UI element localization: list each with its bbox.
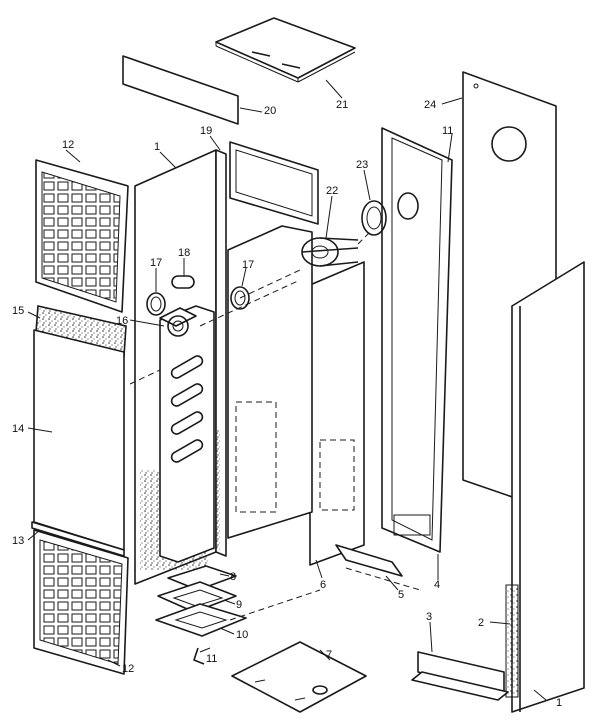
callout-11-frame: 11 bbox=[442, 125, 453, 137]
ring-gasket bbox=[361, 200, 387, 236]
upper-grille bbox=[35, 159, 129, 313]
callout-9: 9 bbox=[236, 599, 242, 611]
alignment-lines bbox=[129, 231, 421, 621]
callout-12-bottom: 12 bbox=[122, 663, 134, 675]
top-opening-frame bbox=[229, 141, 319, 225]
mount-bracket bbox=[193, 647, 205, 665]
burner-plate bbox=[157, 581, 237, 613]
callout-18: 18 bbox=[178, 247, 190, 259]
front-panel bbox=[33, 329, 125, 551]
callout-5: 5 bbox=[398, 589, 404, 601]
bottom-panel bbox=[231, 641, 367, 713]
frame-panel bbox=[381, 127, 453, 553]
callout-7: 7 bbox=[326, 649, 332, 661]
callout-17-left: 17 bbox=[150, 257, 162, 269]
inner-divider-panel bbox=[309, 261, 403, 577]
callout-10: 10 bbox=[236, 629, 248, 641]
callout-2: 2 bbox=[478, 617, 484, 629]
callout-24: 24 bbox=[424, 99, 436, 111]
right-side-panel bbox=[505, 261, 585, 713]
callout-8: 8 bbox=[230, 571, 236, 583]
callout-13: 13 bbox=[12, 535, 24, 547]
callout-1-bottom: 1 bbox=[556, 697, 562, 709]
callout-6: 6 bbox=[320, 579, 326, 591]
callout-21: 21 bbox=[336, 99, 348, 111]
vent-collar bbox=[301, 237, 359, 267]
inner-back-frame bbox=[227, 225, 313, 539]
base-bracket bbox=[411, 651, 509, 701]
callout-3: 3 bbox=[426, 611, 432, 623]
callout-14: 14 bbox=[12, 423, 24, 435]
leader-lines bbox=[27, 79, 547, 701]
rear-top-strip bbox=[122, 55, 239, 125]
callout-23: 23 bbox=[356, 159, 368, 171]
heat-exchanger bbox=[159, 305, 215, 563]
callout-16: 16 bbox=[116, 315, 128, 327]
callout-19: 19 bbox=[200, 125, 212, 137]
callout-11-bracket: 11 bbox=[206, 653, 217, 665]
top-panel bbox=[215, 17, 356, 83]
callout-22: 22 bbox=[326, 185, 338, 197]
callout-15: 15 bbox=[12, 305, 24, 317]
sight-clip bbox=[171, 275, 195, 289]
gasket-left bbox=[146, 292, 166, 316]
callout-20: 20 bbox=[264, 105, 276, 117]
base-tray bbox=[155, 603, 247, 637]
lower-grille bbox=[33, 529, 129, 675]
callout-1-top: 1 bbox=[154, 141, 160, 153]
callout-4: 4 bbox=[434, 579, 440, 591]
gasket-center bbox=[230, 286, 250, 310]
callout-17-center: 17 bbox=[242, 259, 254, 271]
callout-12-top: 12 bbox=[62, 139, 74, 151]
